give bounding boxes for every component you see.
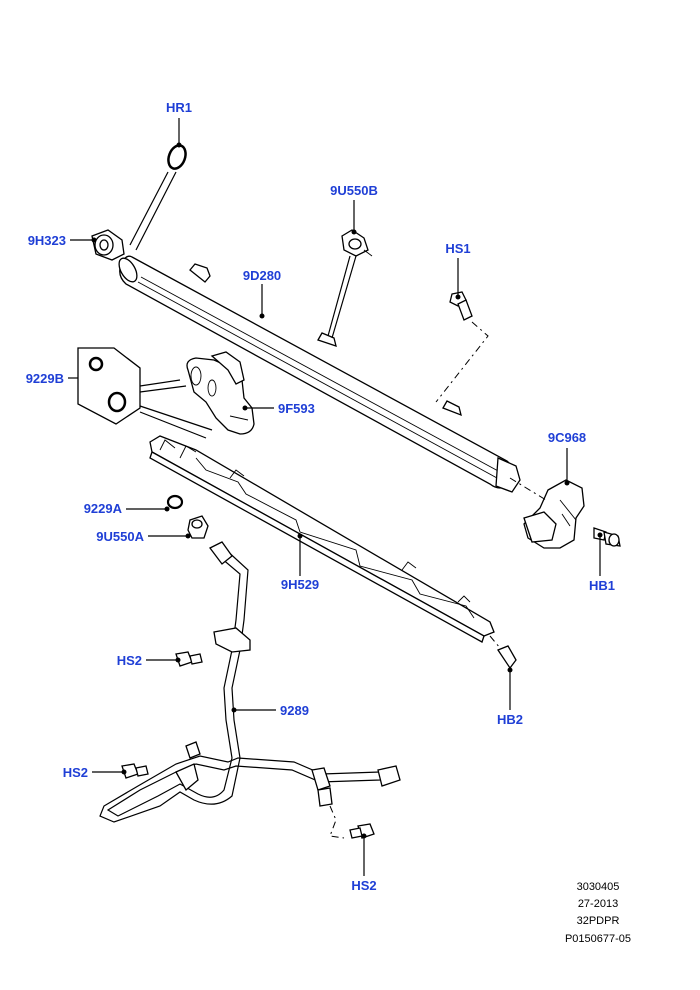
callout-hs2-upper: HS2 (117, 653, 142, 668)
reference-line: P0150677-05 (565, 933, 631, 945)
callout-9229a: 9229A (84, 501, 123, 516)
callout-9h529: 9H529 (281, 577, 319, 592)
bolt-hs2-upper (175, 651, 203, 667)
reference-line: 32PDPR (577, 915, 620, 927)
o-ring-9229a (164, 494, 184, 512)
callout-hs1: HS1 (445, 241, 470, 256)
bolt-hb1 (593, 527, 621, 547)
fuel-rail (118, 255, 521, 493)
callout-hs2-middle: HS2 (63, 765, 88, 780)
callout-hb1: HB1 (589, 578, 615, 593)
leader-lines (68, 118, 601, 876)
callout-9u550a: 9U550A (96, 529, 144, 544)
bolt-hb2 (489, 635, 517, 673)
callout-9c968: 9C968 (548, 430, 586, 445)
callout-hs2-lower: HS2 (351, 878, 376, 893)
bolt-hs1 (435, 291, 489, 403)
injector-9f593 (186, 351, 255, 435)
callout-9u550b: 9U550B (330, 183, 378, 198)
seal-kit-9229b (77, 347, 213, 439)
clip-9u550b (327, 229, 373, 339)
reference-line: 3030405 (577, 881, 620, 893)
reference-block: 3030405 27-2013 32PDPR P0150677-05 (565, 881, 631, 945)
callout-hb2: HB2 (497, 712, 523, 727)
callout-9h323: 9H323 (28, 233, 66, 248)
o-ring-hr1 (129, 142, 187, 251)
bolt-hs2-middle (121, 763, 149, 779)
callout-9d280: 9D280 (243, 268, 281, 283)
damper-9h323 (91, 229, 125, 261)
fuel-pipe-9289 (99, 541, 401, 823)
callout-9229b: 9229B (26, 371, 64, 386)
reference-line: 27-2013 (578, 898, 618, 910)
bolt-hs2-lower (329, 805, 375, 839)
clip-9u550a (185, 515, 209, 539)
heat-shield-9h529 (149, 435, 495, 643)
callout-9289: 9289 (280, 703, 309, 718)
callout-hr1: HR1 (166, 100, 192, 115)
sensor-9c968 (509, 477, 585, 549)
callout-9f593: 9F593 (278, 401, 315, 416)
